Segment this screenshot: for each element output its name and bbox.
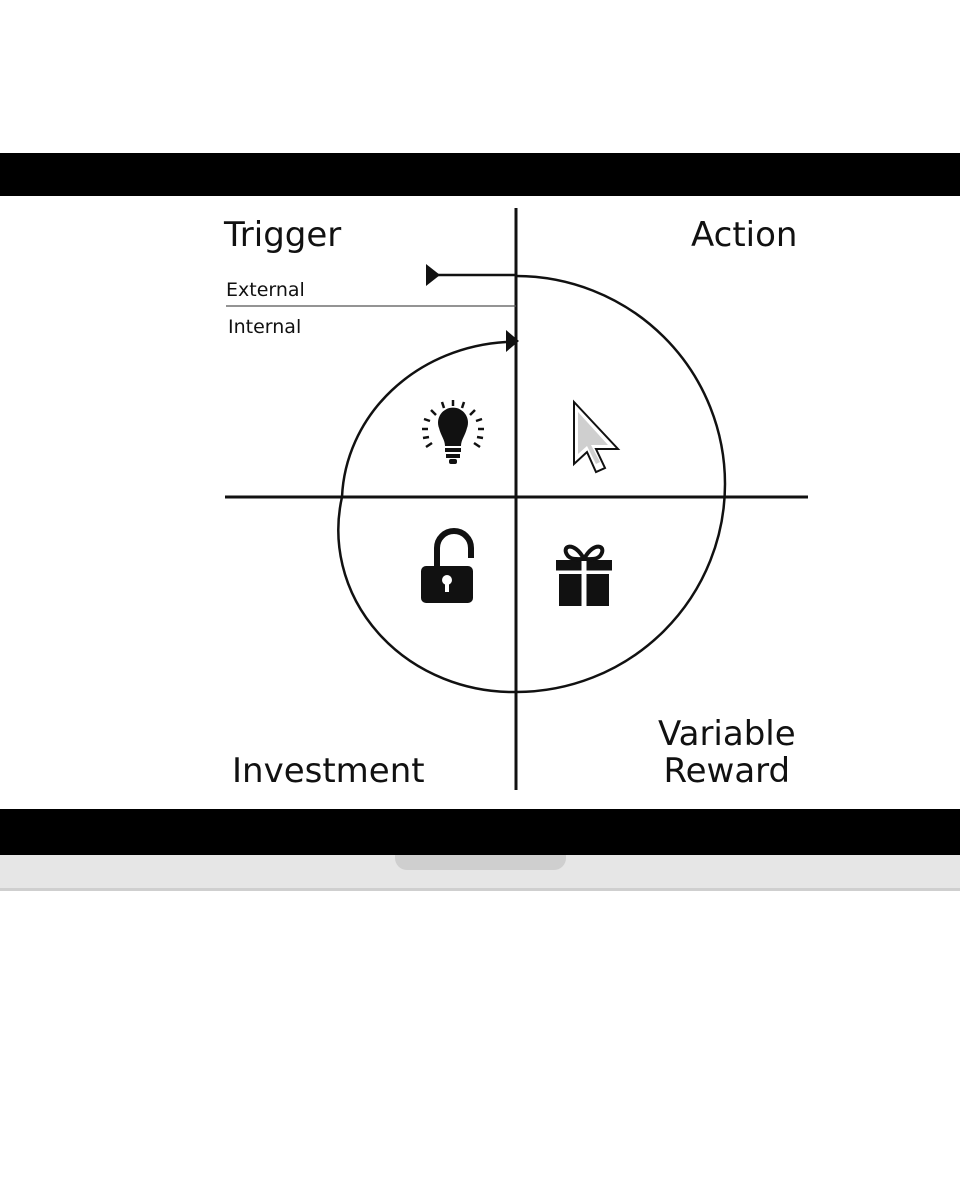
laptop-notch xyxy=(395,855,566,870)
internal-trigger-label: Internal xyxy=(228,316,302,338)
internal-trigger-arrowhead xyxy=(506,330,519,352)
laptop-base xyxy=(0,855,960,891)
padlock-icon xyxy=(421,528,474,603)
action-label: Action xyxy=(691,215,798,255)
lightbulb-icon xyxy=(422,400,484,464)
laptop-screen: Trigger External Internal Action Investm… xyxy=(0,153,960,855)
external-trigger-arrowhead xyxy=(426,264,440,286)
external-trigger-label: External xyxy=(226,279,305,301)
outer-loop-arc xyxy=(515,274,727,694)
gift-icon xyxy=(556,544,612,606)
trigger-label: Trigger xyxy=(224,215,342,255)
diagram-graphic xyxy=(225,208,808,790)
variable-reward-label-line1: Variable xyxy=(658,714,796,754)
variable-reward-label: Variable Reward xyxy=(658,716,796,790)
cursor-icon xyxy=(573,399,621,474)
investment-label: Investment xyxy=(232,751,425,791)
inner-loop-arc xyxy=(337,340,517,694)
hook-model-diagram: Trigger External Internal Action Investm… xyxy=(0,196,960,809)
variable-reward-label-line2: Reward xyxy=(663,751,791,791)
